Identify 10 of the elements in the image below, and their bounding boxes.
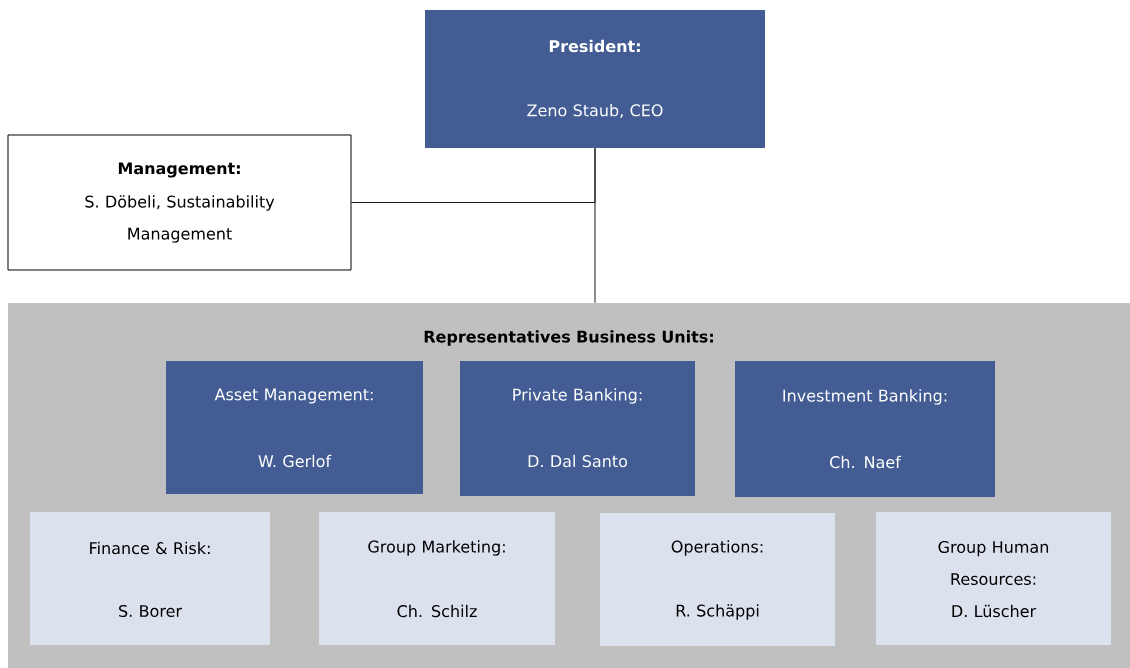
role-box: Finance & Risk: S. Borer (30, 512, 270, 645)
role-box: Operations: R. Schäppi (600, 513, 835, 646)
connector-line (351, 147, 596, 203)
role-box: President: Zeno Staub, CEO (425, 10, 765, 148)
role-box: Group Marketing: Ch. Schilz (319, 512, 555, 645)
role-box: Group Human Resources: D. Lüscher (876, 512, 1111, 645)
role-box: Private Banking: D. Dal Santo (460, 361, 695, 496)
role-box: Management: S. Döbeli, Sustainability Management (7, 134, 352, 271)
role-box: Investment Banking: Ch. Naef (735, 361, 995, 497)
role-box: Asset Management: W. Gerlof (166, 361, 423, 494)
